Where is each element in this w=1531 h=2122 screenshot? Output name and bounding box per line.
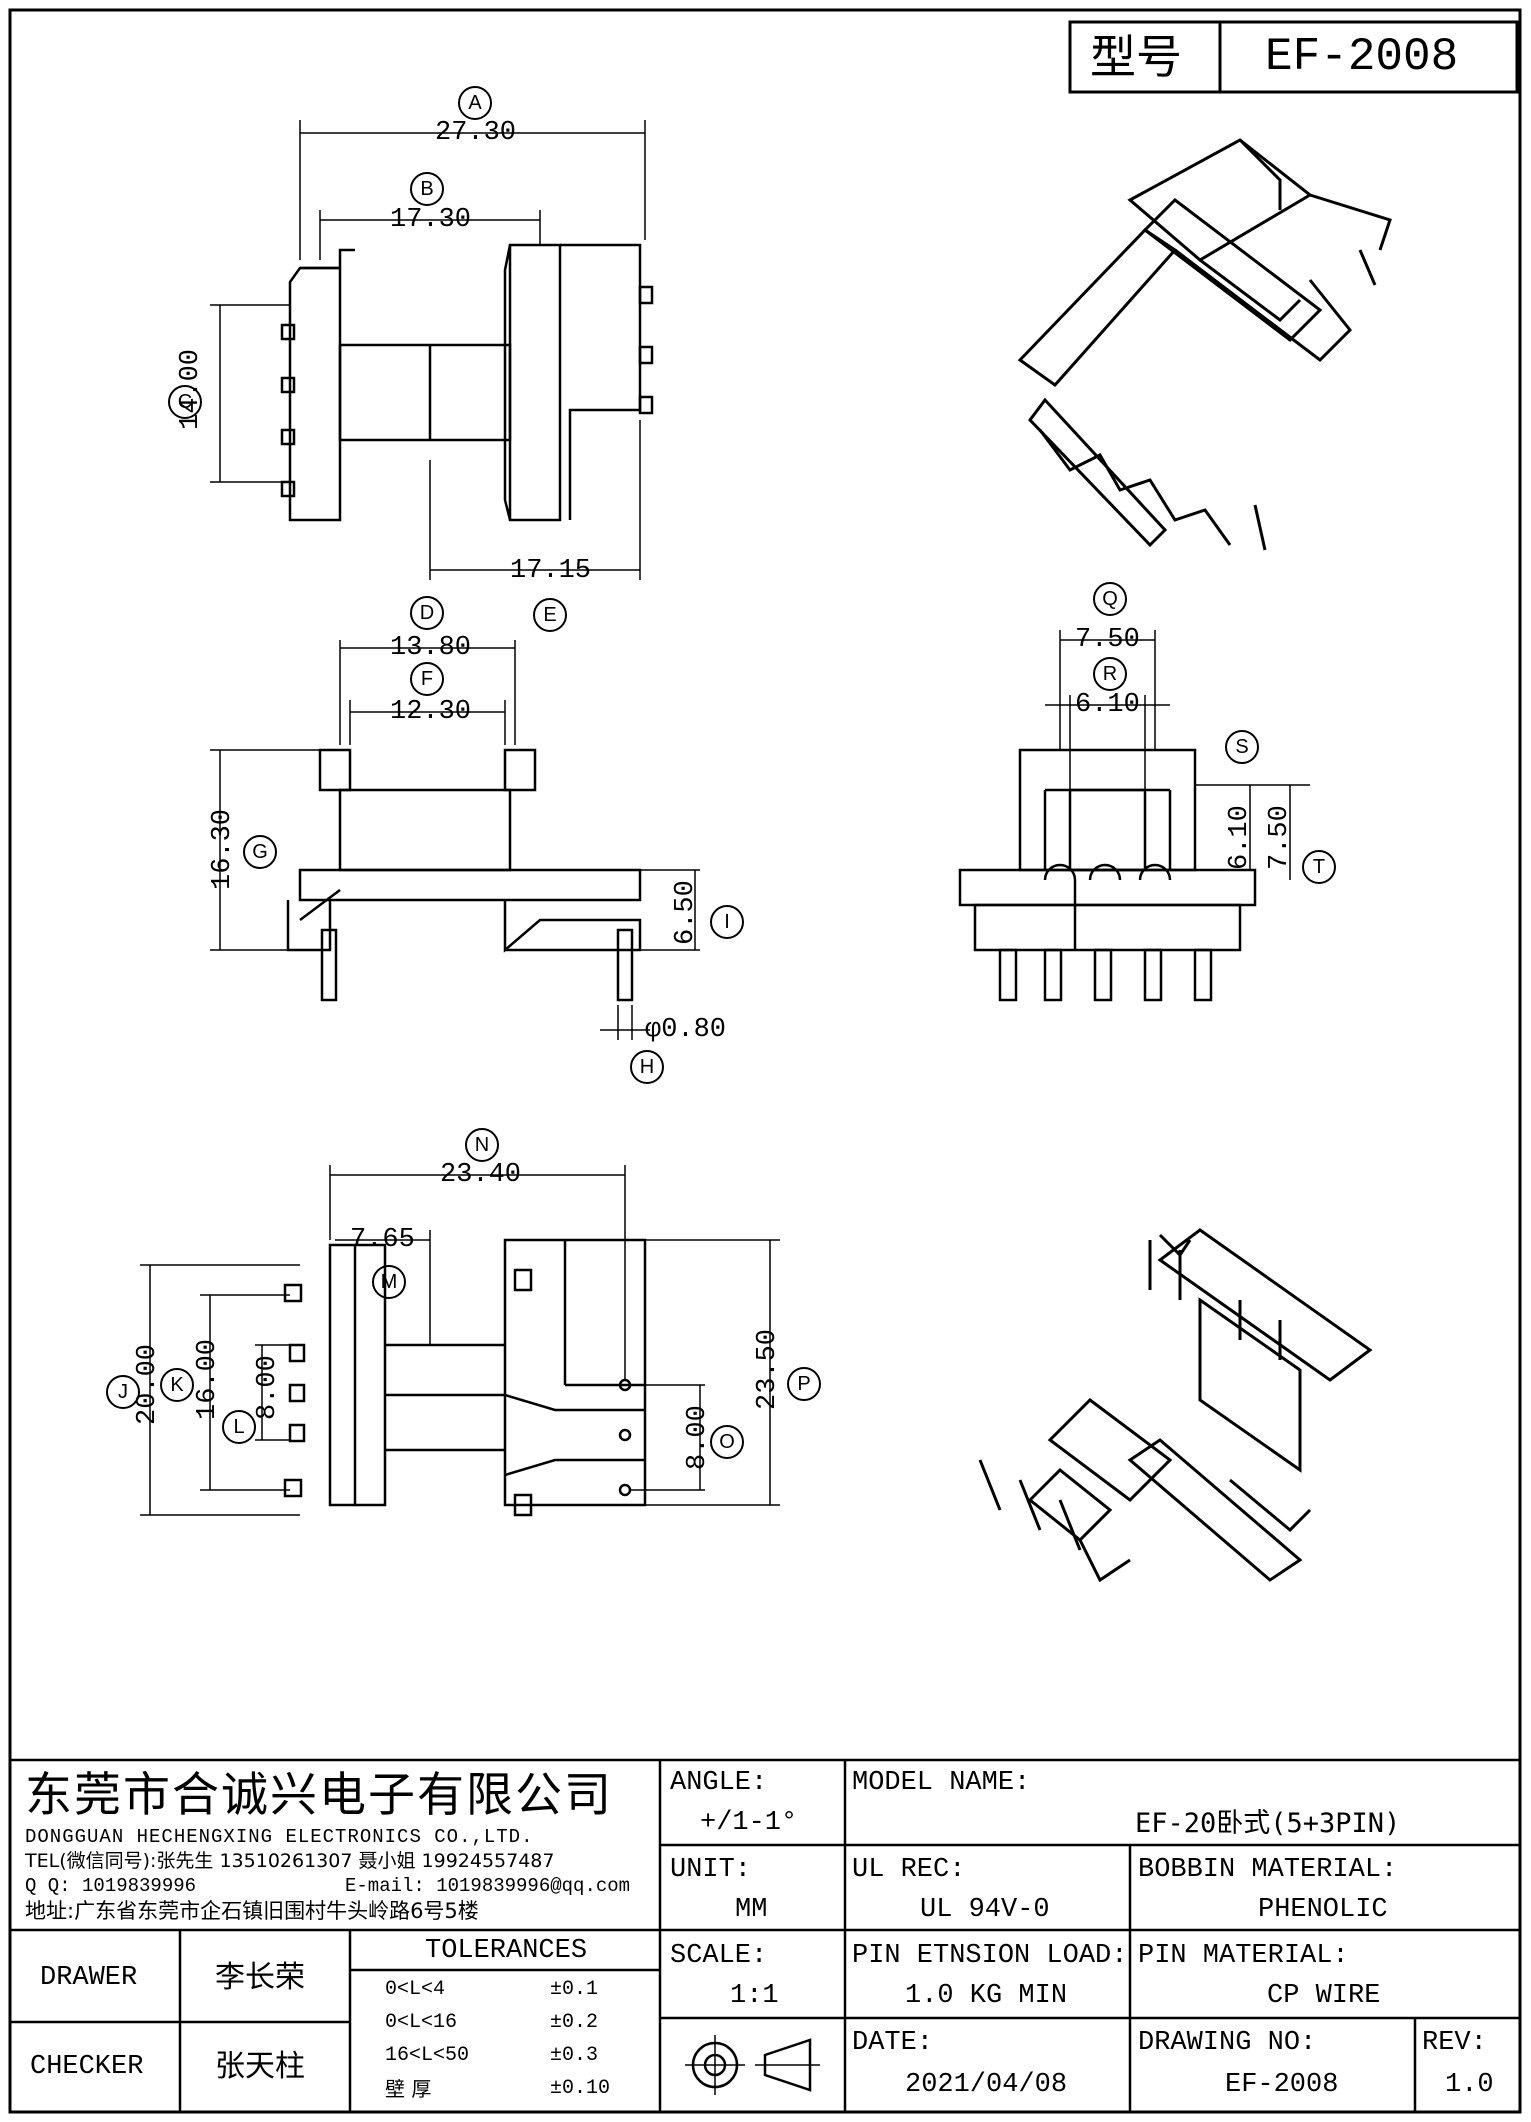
model-name-value: EF-20卧式(5+3PIN) [1135,1808,1401,1839]
callout-I: I [710,905,744,939]
callout-A: A [458,86,492,120]
dim-Q: 7.50 [1075,625,1140,655]
dim-P: 23.50 [753,1328,783,1410]
pin-material-label: PIN MATERIAL: [1138,1941,1349,1971]
drawer-label: DRAWER [40,1963,138,1993]
callout-R: R [1093,657,1127,691]
tol-range-4: 壁 厚 [385,2077,432,2101]
dim-K: 16.00 [193,1338,223,1420]
date-value: 2021/04/08 [905,2070,1068,2100]
dim-O: 8.00 [683,1405,713,1470]
tol-value-2: ±0.2 [550,2011,599,2034]
top-view [210,120,654,580]
company-email: E-mail: 1019839996@qq.com [345,1875,631,1897]
model-value: EF-2008 [1265,31,1459,83]
pin-material-value: CP WIRE [1267,1981,1381,2011]
dim-A: 27.30 [435,118,517,148]
dim-E-value: 17.15 [510,556,592,586]
angle-label: ANGLE: [670,1768,768,1798]
isometric-view-top [1017,138,1392,551]
dim-G: 16.30 [208,808,238,890]
drawing-no-value: EF-2008 [1225,2070,1339,2100]
callout-J: J [106,1375,140,1409]
dim-D: 13.80 [390,633,472,663]
scale-value: 1:1 [730,1981,779,2011]
dim-S-value: 6.10 [1225,805,1255,870]
model-label: 型号 [1090,30,1182,84]
callout-G: G [243,835,277,869]
company-name-en: DONGGUAN HECHENGXING ELECTRONICS CO.,LTD… [25,1826,534,1848]
callout-O: O [710,1425,744,1459]
scale-label: SCALE: [670,1941,768,1971]
callout-F: F [410,662,444,696]
company-qq: Q Q: 1019839996 [25,1875,197,1897]
dim-J: 20.00 [133,1343,163,1425]
tol-value-1: ±0.1 [550,1978,599,2001]
callout-K: K [160,1368,194,1402]
dim-B: 17.30 [390,205,472,235]
date-label: DATE: [852,2028,934,2058]
callout-S: S [1225,730,1259,764]
checker-label: CHECKER [30,2052,144,2082]
checker-value: 张天柱 [215,2049,305,2084]
callout-H: H [630,1050,664,1084]
tol-value-3: ±0.3 [550,2044,599,2067]
ul-rec-value: UL 94V-0 [920,1895,1050,1925]
callout-E: E [533,598,567,632]
angle-value: +/1-1° [700,1808,798,1838]
company-address: 地址:广东省东莞市企石镇旧围村牛头岭路6号5楼 [25,1899,479,1923]
ul-rec-label: UL REC: [852,1855,966,1885]
dim-L: 8.00 [253,1355,283,1420]
title-block-grid [10,1758,1520,2112]
callout-D: D [410,596,444,630]
company-tel: TEL(微信同号):张先生 13510261307 聂小姐 1992455748… [25,1850,555,1872]
side-view [958,630,1310,1002]
dim-H: φ0.80 [645,1015,727,1045]
dim-I: 6.50 [671,880,701,945]
dim-F: 12.30 [390,697,472,727]
callout-T: T [1302,850,1336,884]
drawing-no-label: DRAWING NO: [1138,2028,1317,2058]
callout-C: C [168,385,202,419]
dim-N: 23.40 [440,1160,522,1190]
callout-L: L [222,1410,256,1444]
front-view [210,640,700,1040]
unit-label: UNIT: [670,1855,752,1885]
pin-load-value: 1.0 KG MIN [905,1981,1068,2011]
tol-value-4: ±0.10 [550,2077,611,2100]
dim-R: 6.10 [1075,690,1140,720]
rev-value: 1.0 [1445,2070,1494,2100]
isometric-view-bottom [978,1228,1373,1583]
bobbin-material-label: BOBBIN MATERIAL: [1138,1855,1398,1885]
tol-range-1: 0<L<4 [385,1978,446,2001]
bobbin-material-value: PHENOLIC [1258,1895,1388,1925]
drawer-value: 李长荣 [215,1960,305,1995]
callout-M: M [372,1265,406,1299]
unit-value: MM [735,1895,768,1925]
dim-T: 7.50 [1265,805,1295,870]
tol-range-2: 0<L<16 [385,2011,458,2034]
tol-range-3: 16<L<50 [385,2044,470,2067]
callout-B: B [410,172,444,206]
model-name-label: MODEL NAME: [852,1768,1031,1798]
pin-load-label: PIN ETNSION LOAD: [852,1941,1128,1971]
company-name-cn: 东莞市合诚兴电子有限公司 [25,1768,613,1823]
callout-N: N [465,1128,499,1162]
rev-label: REV: [1422,2028,1487,2058]
dim-M: 7.65 [350,1225,415,1255]
callout-P: P [787,1367,821,1401]
tolerances-label: TOLERANCES [425,1936,588,1966]
bottom-view [140,1165,780,1517]
callout-Q: Q [1093,582,1127,616]
